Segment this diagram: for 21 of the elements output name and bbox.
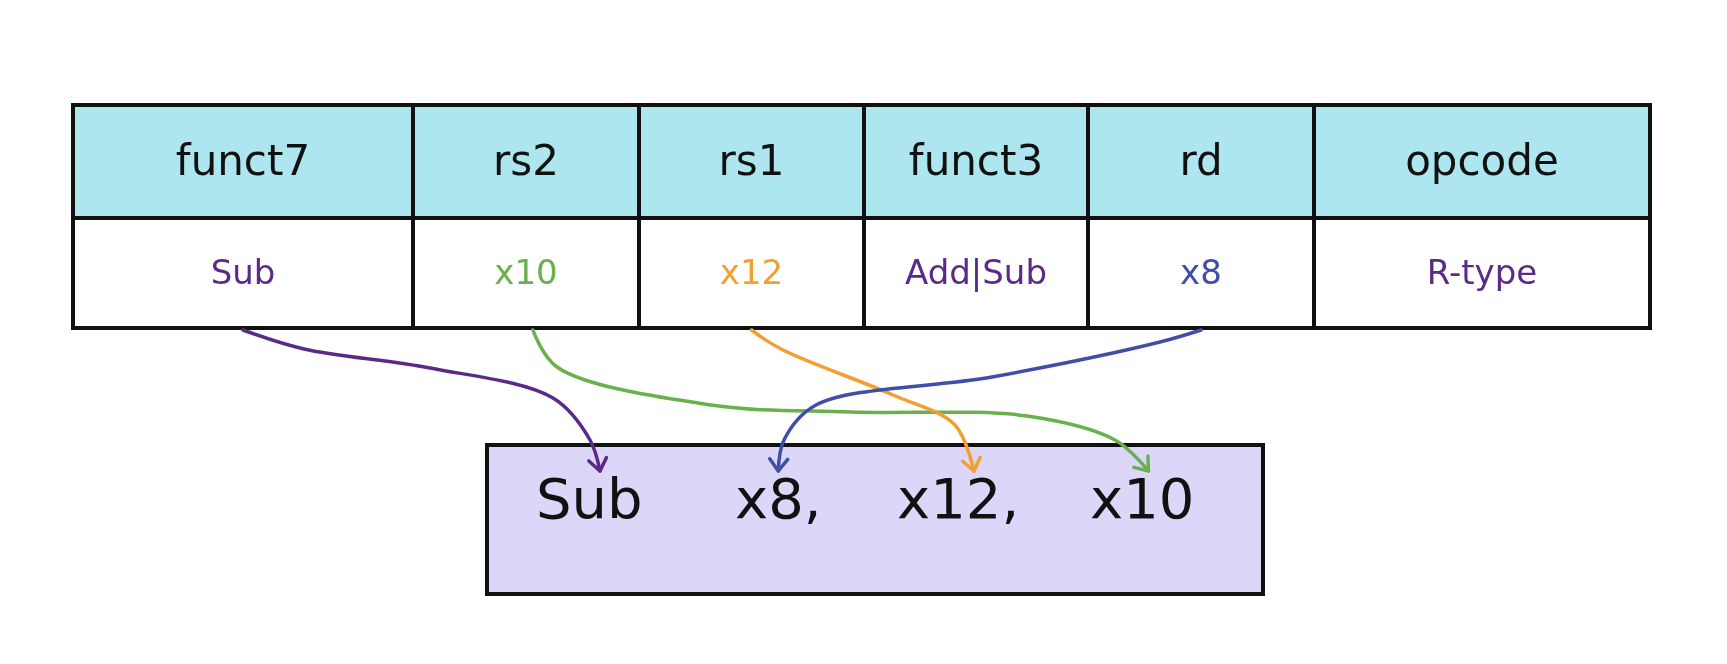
arrow xyxy=(749,328,982,473)
instruction-token: Sub xyxy=(536,471,643,527)
column-header: opcode xyxy=(1405,138,1559,185)
arrow xyxy=(768,328,1203,473)
column-header: rd xyxy=(1179,138,1223,185)
field-value: R-type xyxy=(1426,254,1538,292)
arrow xyxy=(241,328,609,473)
column-header: funct7 xyxy=(175,138,311,185)
field-value: x12 xyxy=(719,254,784,292)
column-header: rs1 xyxy=(718,138,785,185)
instruction-token: x8, xyxy=(735,471,822,527)
field-value: Sub xyxy=(210,254,276,292)
instruction-token: x10 xyxy=(1090,471,1195,527)
field-value: x10 xyxy=(494,254,558,292)
instruction-token: x12, xyxy=(897,471,1020,527)
field-value: x8 xyxy=(1180,254,1222,292)
column-header: rs2 xyxy=(493,138,559,185)
column-header: funct3 xyxy=(908,138,1044,185)
instruction-box xyxy=(485,443,1265,596)
arrow xyxy=(531,328,1151,473)
field-value: Add|Sub xyxy=(905,254,1047,292)
